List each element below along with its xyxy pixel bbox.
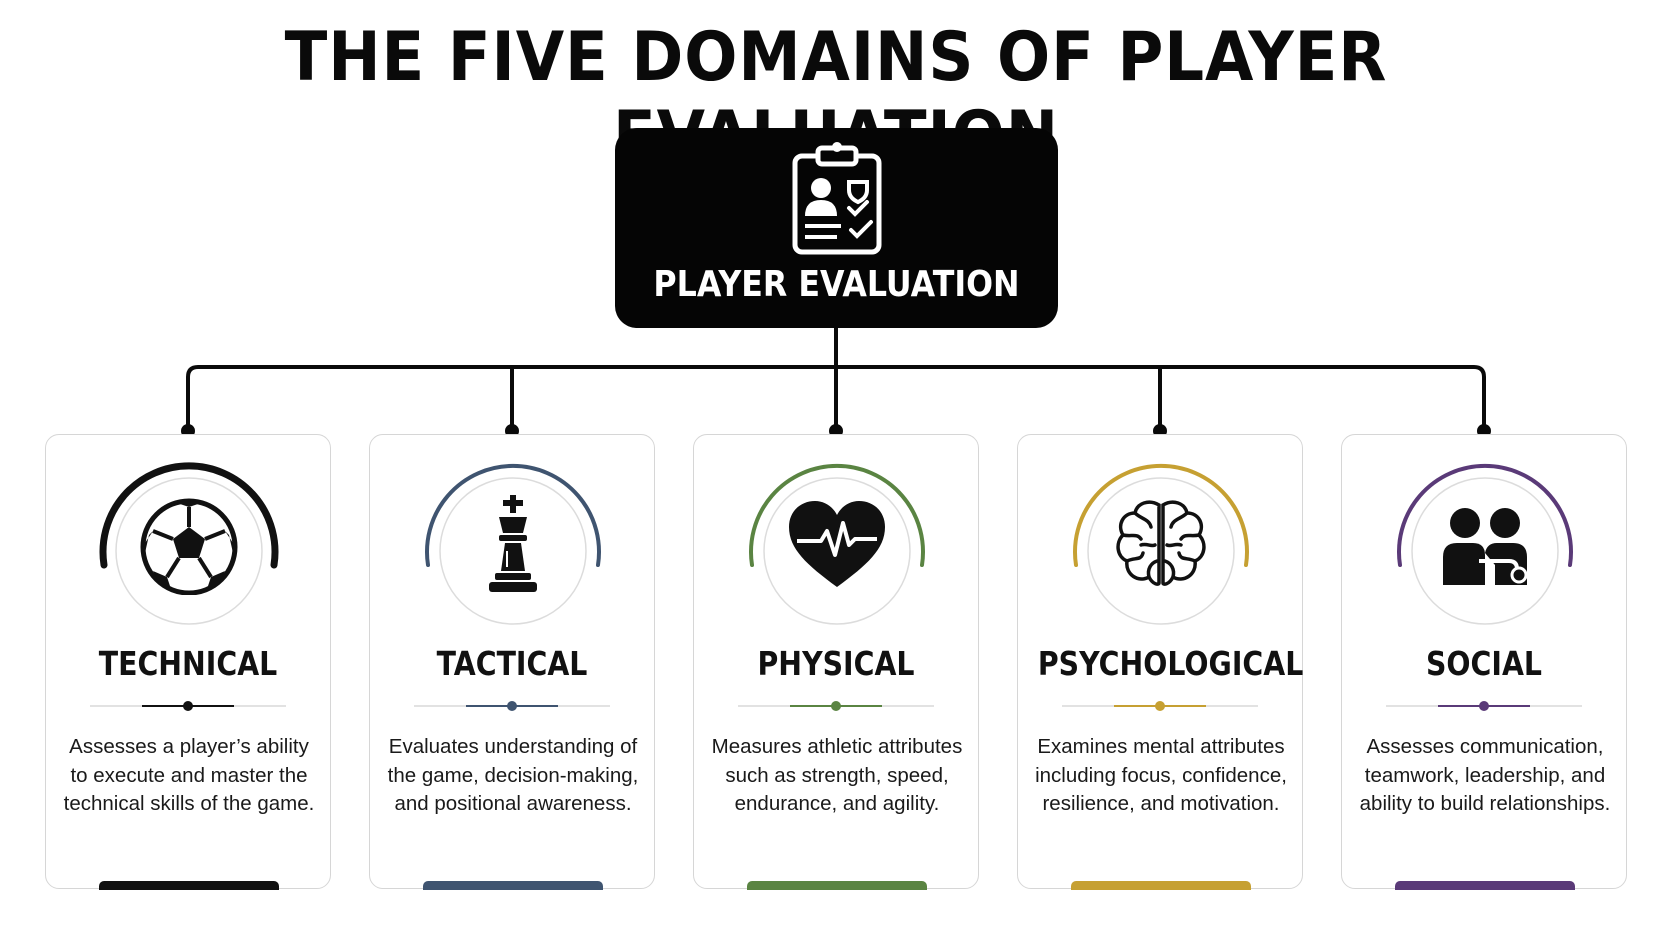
accent-bar [99, 881, 279, 890]
domain-title: PSYCHOLOGICAL [1037, 644, 1304, 683]
ring-arc [1397, 464, 1573, 625]
accent-bar [423, 881, 603, 890]
accent-bar [1071, 881, 1251, 890]
player-evaluation-node: PLAYER EVALUATION [615, 128, 1058, 328]
people-icon [1443, 508, 1528, 585]
domain-description: Measures athletic attributes such as str… [711, 735, 963, 815]
domain-title: TACTICAL [436, 644, 588, 683]
clipboard-player-checklist-icon [792, 142, 882, 255]
ring-arc [99, 462, 279, 625]
domain-description: Assesses a player’s ability to execute a… [63, 735, 315, 815]
domain-title: PHYSICAL [757, 644, 915, 683]
chess-king-icon [489, 495, 537, 592]
divider [1062, 701, 1258, 711]
domain-card-psychological: PSYCHOLOGICAL Examines mental attributes… [1017, 434, 1304, 890]
ring-arc [749, 464, 925, 625]
domain-description: Evaluates understanding of the game, dec… [387, 735, 639, 815]
accent-bar [747, 881, 927, 890]
domain-description: Assesses communication, teamwork, leader… [1359, 735, 1611, 815]
domain-title: SOCIAL [1425, 644, 1542, 683]
root-label: PLAYER EVALUATION [653, 264, 1020, 305]
domain-card-technical: TECHNICAL Assesses a player’s ability to… [45, 434, 331, 890]
domain-card-physical: PHYSICAL Measures athletic attributes su… [693, 434, 979, 890]
ring-arc [1073, 464, 1249, 625]
brain-icon [1116, 500, 1206, 586]
heart-pulse-icon [789, 501, 885, 587]
divider [90, 701, 286, 711]
domain-title: TECHNICAL [98, 644, 278, 683]
ring-arc [425, 464, 601, 625]
divider [738, 701, 934, 711]
domain-card-tactical: TACTICAL Evaluates understanding of the … [369, 434, 655, 890]
domain-card-social: SOCIAL Assesses communication, teamwork,… [1341, 434, 1627, 890]
divider [1386, 701, 1582, 711]
accent-bar [1395, 881, 1575, 890]
soccer-ball-icon [140, 498, 238, 595]
domain-description: Examines mental attributes including foc… [1035, 735, 1287, 815]
divider [414, 701, 610, 711]
